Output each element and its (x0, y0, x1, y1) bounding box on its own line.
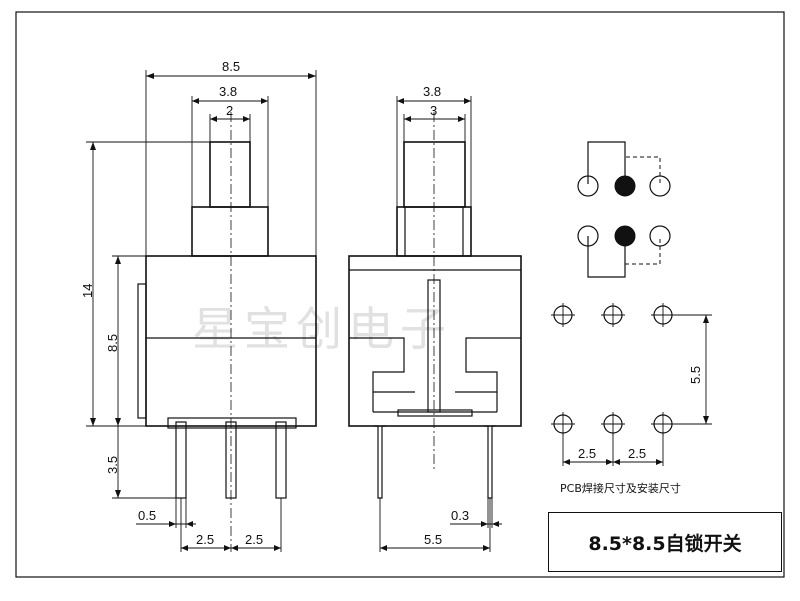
dim-total-height: 14 (80, 284, 95, 298)
dim-front-pitch-right: 2.5 (245, 532, 263, 547)
switch-schematic (577, 141, 671, 278)
schematic-terminal-open (577, 175, 599, 197)
pcb-hole (601, 412, 625, 436)
front-view: 8.5 3.8 2 14 8.5 3.5 (80, 59, 317, 552)
title-box: 8.5*8.5自锁开关 (548, 512, 782, 572)
dim-stem-width: 2 (226, 103, 233, 118)
pcb-note: PCB焊接尺寸及安装尺寸 (560, 481, 681, 495)
front-pin-left (175, 421, 187, 499)
dim-pcb-row-spacing: 5.5 (688, 366, 703, 384)
dim-pin-length: 3.5 (105, 456, 120, 474)
schematic-terminal-open (649, 225, 671, 247)
dim-pcb-pitch-right: 2.5 (628, 446, 646, 461)
dim-actuator-width: 3.8 (219, 84, 237, 99)
front-actuator (191, 206, 269, 257)
pcb-hole (551, 412, 575, 436)
dim-pcb-pitch-left: 2.5 (578, 446, 596, 461)
side-view: 3.8 3 0.3 5.5 (348, 84, 522, 552)
front-pin-right (275, 421, 287, 499)
dim-side-pin-width: 0.3 (451, 508, 469, 523)
dim-front-pitch-left: 2.5 (196, 532, 214, 547)
schematic-terminal-common (614, 175, 636, 197)
dim-overall-width: 8.5 (222, 59, 240, 74)
pcb-hole (651, 412, 675, 436)
pcb-hole (601, 303, 625, 327)
schematic-terminal-open (577, 225, 599, 247)
product-title: 8.5*8.5自锁开关 (588, 532, 742, 555)
schematic-terminal-common (614, 225, 636, 247)
dim-body-height: 8.5 (105, 334, 120, 352)
pcb-hole (551, 303, 575, 327)
dim-side-stem-width: 3 (430, 103, 437, 118)
side-stem (403, 141, 466, 208)
pcb-hole (651, 303, 675, 327)
pcb-layout: 5.5 2.5 2.5 PCB焊接尺寸及安装尺寸 (551, 303, 712, 495)
side-actuator (396, 206, 472, 257)
dim-side-actuator-width: 3.8 (423, 84, 441, 99)
drawing-frame (15, 11, 785, 578)
dim-pin-width: 0.5 (138, 508, 156, 523)
schematic-terminal-open (649, 175, 671, 197)
dim-side-pin-span: 5.5 (424, 532, 442, 547)
front-stem (209, 141, 251, 208)
